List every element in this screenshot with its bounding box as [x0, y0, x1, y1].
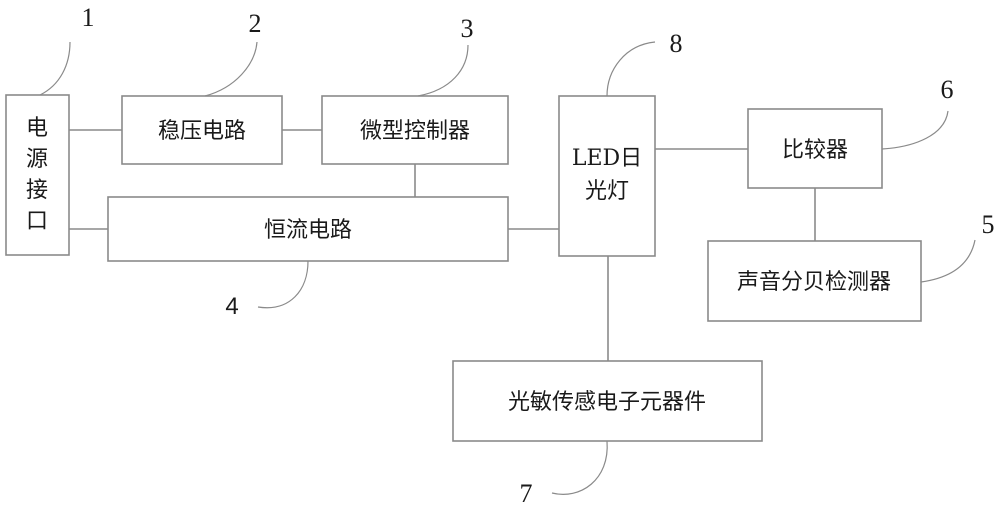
- ref-number-3: 3: [461, 14, 474, 43]
- led-lamp-block: LED日 光灯: [558, 95, 656, 257]
- leader-line-7: [551, 440, 608, 495]
- photosensitive-label: 光敏传感电子元器件: [508, 390, 706, 415]
- ref-number-5: 5: [982, 210, 995, 239]
- leader-line-4: [257, 260, 309, 309]
- leader-line-3: [417, 44, 469, 97]
- constant-current-block: 恒流电路: [107, 196, 509, 262]
- photosensitive-block: 光敏传感电子元器件: [452, 360, 763, 442]
- sound-db-detector-label: 声音分贝检测器: [737, 270, 891, 295]
- microcontroller-block: 微型控制器: [321, 95, 509, 165]
- power-interface-label-char: 口: [26, 209, 48, 234]
- ref-number-1: 1: [82, 3, 95, 32]
- ref-number-7: 7: [520, 479, 533, 508]
- microcontroller-label: 微型控制器: [360, 119, 470, 144]
- power-interface-label-char: 电: [26, 116, 48, 141]
- leader-line-5: [920, 239, 976, 283]
- power-interface-block: 电 源 接 口: [5, 94, 70, 256]
- led-lamp-label-line1: LED日: [572, 146, 642, 171]
- power-interface-label-char: 接: [26, 178, 48, 203]
- led-lamp-label-line2: 光灯: [585, 179, 629, 204]
- comparator-block: 比较器: [747, 108, 883, 189]
- leader-line-1: [39, 41, 71, 96]
- ref-number-8: 8: [670, 29, 683, 58]
- ref-number-6: 6: [941, 75, 954, 104]
- ref-number-2: 2: [249, 9, 262, 38]
- comparator-label: 比较器: [782, 138, 848, 163]
- constant-current-label: 恒流电路: [264, 218, 352, 243]
- power-interface-label-char: 源: [26, 147, 48, 172]
- sound-db-detector-block: 声音分贝检测器: [707, 240, 922, 322]
- leader-line-8: [606, 41, 656, 97]
- voltage-regulator-label: 稳压电路: [158, 119, 246, 144]
- ref-number-4: 4: [225, 293, 238, 320]
- voltage-regulator-block: 稳压电路: [121, 95, 283, 165]
- leader-line-2: [204, 41, 258, 97]
- leader-line-6: [881, 110, 949, 150]
